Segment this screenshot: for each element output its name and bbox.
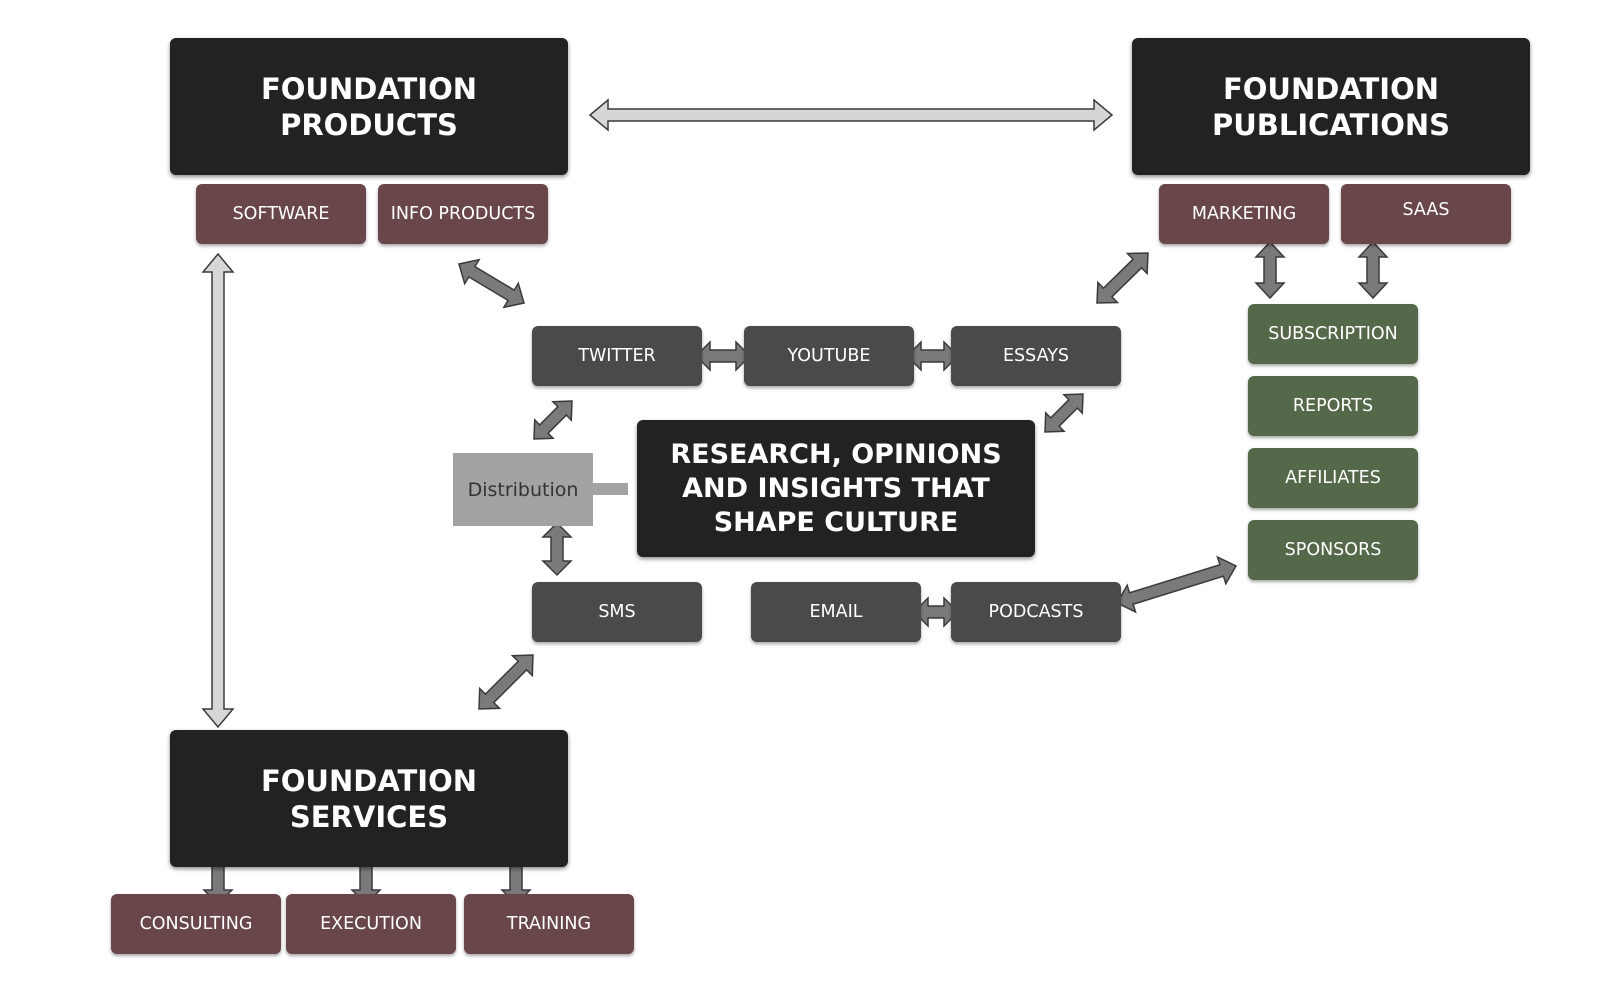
distribution-sms-arrow — [541, 521, 573, 577]
reports-label: REPORTS — [1292, 396, 1374, 416]
info-products-box: INFO PRODUCTS — [378, 184, 548, 244]
foundation-services-box: FOUNDATION SERVICES — [170, 730, 568, 867]
research-insights-box: RESEARCH, OPINIONS AND INSIGHTS THAT SHA… — [637, 420, 1035, 557]
affiliates-label: AFFILIATES — [1285, 468, 1381, 488]
foundation-products-title: FOUNDATION PRODUCTS — [260, 71, 478, 142]
sms-box: SMS — [532, 582, 702, 642]
twitter-label: TWITTER — [578, 346, 656, 366]
marketing-box: MARKETING — [1159, 184, 1329, 244]
affiliates-box: AFFILIATES — [1248, 448, 1418, 508]
marketing-channels-arrow — [1096, 252, 1149, 304]
research-insights-title: RESEARCH, OPINIONS AND INSIGHTS THAT SHA… — [670, 438, 1002, 538]
foundation-publications-title: FOUNDATION PUBLICATIONS — [1211, 71, 1451, 142]
saas-subscription-arrow — [1357, 240, 1389, 300]
foundation-services-title: FOUNDATION SERVICES — [260, 763, 478, 834]
training-box: TRAINING — [464, 894, 634, 954]
software-box: SOFTWARE — [196, 184, 366, 244]
reports-box: REPORTS — [1248, 376, 1418, 436]
software-label: SOFTWARE — [232, 204, 330, 224]
essays-box: ESSAYS — [951, 326, 1121, 386]
saas-box: SAAS — [1341, 184, 1511, 244]
marketing-subscription-arrow — [1254, 240, 1286, 300]
execution-label: EXECUTION — [320, 914, 422, 934]
subscription-box: SUBSCRIPTION — [1248, 304, 1418, 364]
foundation-products-box: FOUNDATION PRODUCTS — [170, 38, 568, 175]
sponsors-box: SPONSORS — [1248, 520, 1418, 580]
info-products-channels-arrow — [458, 258, 525, 309]
sponsors-label: SPONSORS — [1284, 540, 1382, 560]
training-label: TRAINING — [506, 914, 592, 934]
marketing-label: MARKETING — [1191, 204, 1297, 224]
products-publications-arrow — [588, 98, 1114, 132]
podcasts-label: PODCASTS — [988, 602, 1084, 622]
essays-label: ESSAYS — [1002, 346, 1069, 366]
execution-box: EXECUTION — [286, 894, 456, 954]
saas-label: SAAS — [1402, 200, 1450, 220]
consulting-label: CONSULTING — [139, 914, 253, 934]
essays-center-arrow — [1044, 393, 1084, 433]
youtube-box: YOUTUBE — [744, 326, 914, 386]
info-products-label: INFO PRODUCTS — [390, 204, 536, 224]
consulting-box: CONSULTING — [111, 894, 281, 954]
products-services-arrow — [201, 252, 235, 729]
twitter-youtube-arrow — [694, 340, 752, 372]
podcasts-box: PODCASTS — [951, 582, 1121, 642]
email-label: EMAIL — [809, 602, 863, 622]
distribution-connector — [592, 483, 628, 495]
twitter-box: TWITTER — [532, 326, 702, 386]
email-box: EMAIL — [751, 582, 921, 642]
podcasts-sponsors-arrow — [1115, 555, 1238, 614]
twitter-distribution-arrow — [533, 400, 573, 440]
foundation-publications-box: FOUNDATION PUBLICATIONS — [1132, 38, 1530, 175]
sms-label: SMS — [598, 602, 636, 622]
youtube-label: YOUTUBE — [787, 346, 871, 366]
sms-services-arrow — [478, 654, 534, 710]
distribution-box: Distribution — [453, 453, 593, 526]
distribution-label: Distribution — [467, 478, 579, 501]
subscription-label: SUBSCRIPTION — [1268, 324, 1398, 344]
